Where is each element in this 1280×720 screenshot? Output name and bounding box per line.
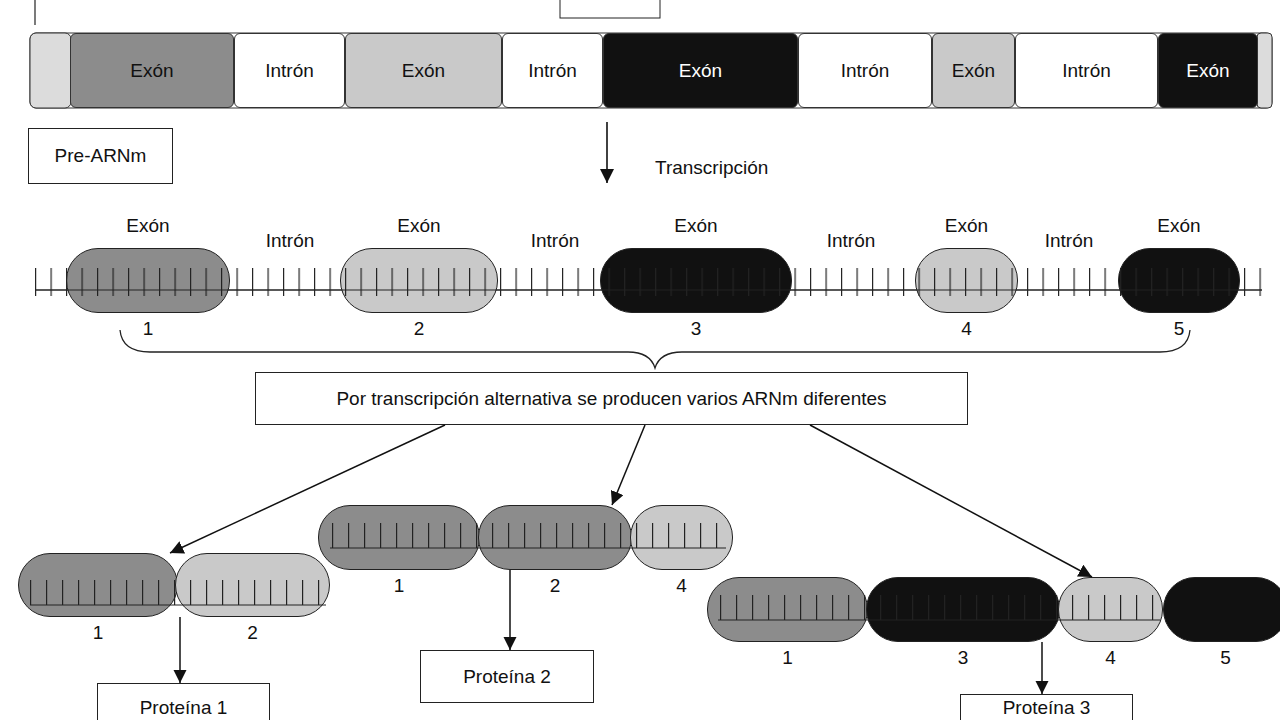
callout-number: 5 <box>1099 318 1259 340</box>
segment-label: Intrón <box>841 60 890 82</box>
dna-bar <box>30 33 1272 108</box>
exon-label: Exón <box>581 215 811 237</box>
transcription-arrow <box>606 122 608 183</box>
rna-backbone <box>35 289 1262 290</box>
callout-number: 2 <box>321 318 517 340</box>
mrna-ticks <box>30 580 327 605</box>
arrow-connector <box>509 570 511 650</box>
exon-label: Exón <box>1099 215 1259 237</box>
brace <box>120 330 1190 368</box>
protein-box: Proteína 1 <box>97 683 270 720</box>
exon-pill: 2 <box>175 553 330 617</box>
dna-segment: Exón <box>345 33 502 108</box>
callout-number: 5 <box>1144 647 1280 669</box>
exon-pill: Exón1 <box>66 248 230 313</box>
callout-number: 4 <box>1039 647 1182 669</box>
callout-number: 1 <box>299 575 499 597</box>
mrna-ticks <box>332 523 725 548</box>
box-text: Pre-ARNm <box>55 145 147 167</box>
arrow-connector <box>179 617 181 683</box>
callout-number: 3 <box>581 318 811 340</box>
callout-number: 1 <box>688 647 887 669</box>
dna-segment: Intrón <box>1015 33 1158 108</box>
mrna-line <box>718 619 1160 620</box>
exon-pill: 1 <box>707 577 868 642</box>
box-text: Por transcripción alternativa se produce… <box>336 388 886 410</box>
callout-number: 2 <box>156 622 349 644</box>
protein-box: Proteína 2 <box>420 650 594 703</box>
exon-pill: 1 <box>318 505 480 570</box>
intron-label: Intrón <box>827 230 876 252</box>
dna-segment: Intrón <box>502 33 603 108</box>
exon-pill: 5 <box>1163 577 1280 642</box>
exon-pill: Exón2 <box>340 248 498 313</box>
segment-label: Intrón <box>528 60 577 82</box>
callout-number: 1 <box>0 622 197 644</box>
dna-segment: Intrón <box>234 33 345 108</box>
cut-line <box>34 0 35 25</box>
note-box: Por transcripción alternativa se produce… <box>255 372 968 425</box>
exon-pill: Exón5 <box>1118 248 1240 313</box>
process-label: Transcripción <box>655 157 768 179</box>
arrow-connector <box>612 425 645 505</box>
segment-label: Exón <box>679 60 722 82</box>
box-text: Proteína 2 <box>463 666 551 688</box>
exon-label: Exón <box>321 215 517 237</box>
dna-segment: Exón <box>932 33 1015 108</box>
exon-pill: 1 <box>18 553 178 617</box>
exon-pill: 4 <box>630 505 733 570</box>
protein-box: Proteína 3 <box>960 694 1133 720</box>
box-text: Proteína 3 <box>1003 697 1091 719</box>
mrna-line <box>330 547 726 548</box>
segment-label: Exón <box>130 60 173 82</box>
dna-segment: Exón <box>1158 33 1258 108</box>
exon-label: Exón <box>896 215 1037 237</box>
dna-segment: Exón <box>70 33 234 108</box>
exon-pill: Exón4 <box>915 248 1018 313</box>
dna-end <box>1257 33 1272 108</box>
exon-pill: 4 <box>1058 577 1163 642</box>
cut-box <box>560 0 660 18</box>
box-text: Proteína 1 <box>140 697 228 719</box>
arrow-connector <box>810 425 1092 577</box>
callout-number: 2 <box>459 575 651 597</box>
intron-label: Intrón <box>1045 230 1094 252</box>
segment-label: Exón <box>1186 60 1229 82</box>
exon-pill: 2 <box>478 505 632 570</box>
dna-end <box>30 33 71 108</box>
mrna-ticks <box>720 595 1160 620</box>
title-box: Pre-ARNm <box>28 128 173 184</box>
segment-label: Exón <box>402 60 445 82</box>
intron-label: Intrón <box>531 230 580 252</box>
rna-ticks <box>35 268 1263 296</box>
dna-segment: Exón <box>603 33 798 108</box>
segment-label: Exón <box>952 60 995 82</box>
exon-pill: 3 <box>866 577 1060 642</box>
callout-number: 4 <box>896 318 1037 340</box>
callout-number: 1 <box>47 318 249 340</box>
exon-pill: Exón3 <box>600 248 792 313</box>
mrna-line <box>30 604 326 605</box>
intron-label: Intrón <box>266 230 315 252</box>
exon-label: Exón <box>47 215 249 237</box>
arrow-connector <box>170 425 445 553</box>
arrow-connector <box>1041 642 1043 694</box>
segment-label: Intrón <box>1062 60 1111 82</box>
callout-number: 3 <box>847 647 1079 669</box>
segment-label: Intrón <box>265 60 314 82</box>
dna-segment: Intrón <box>798 33 932 108</box>
